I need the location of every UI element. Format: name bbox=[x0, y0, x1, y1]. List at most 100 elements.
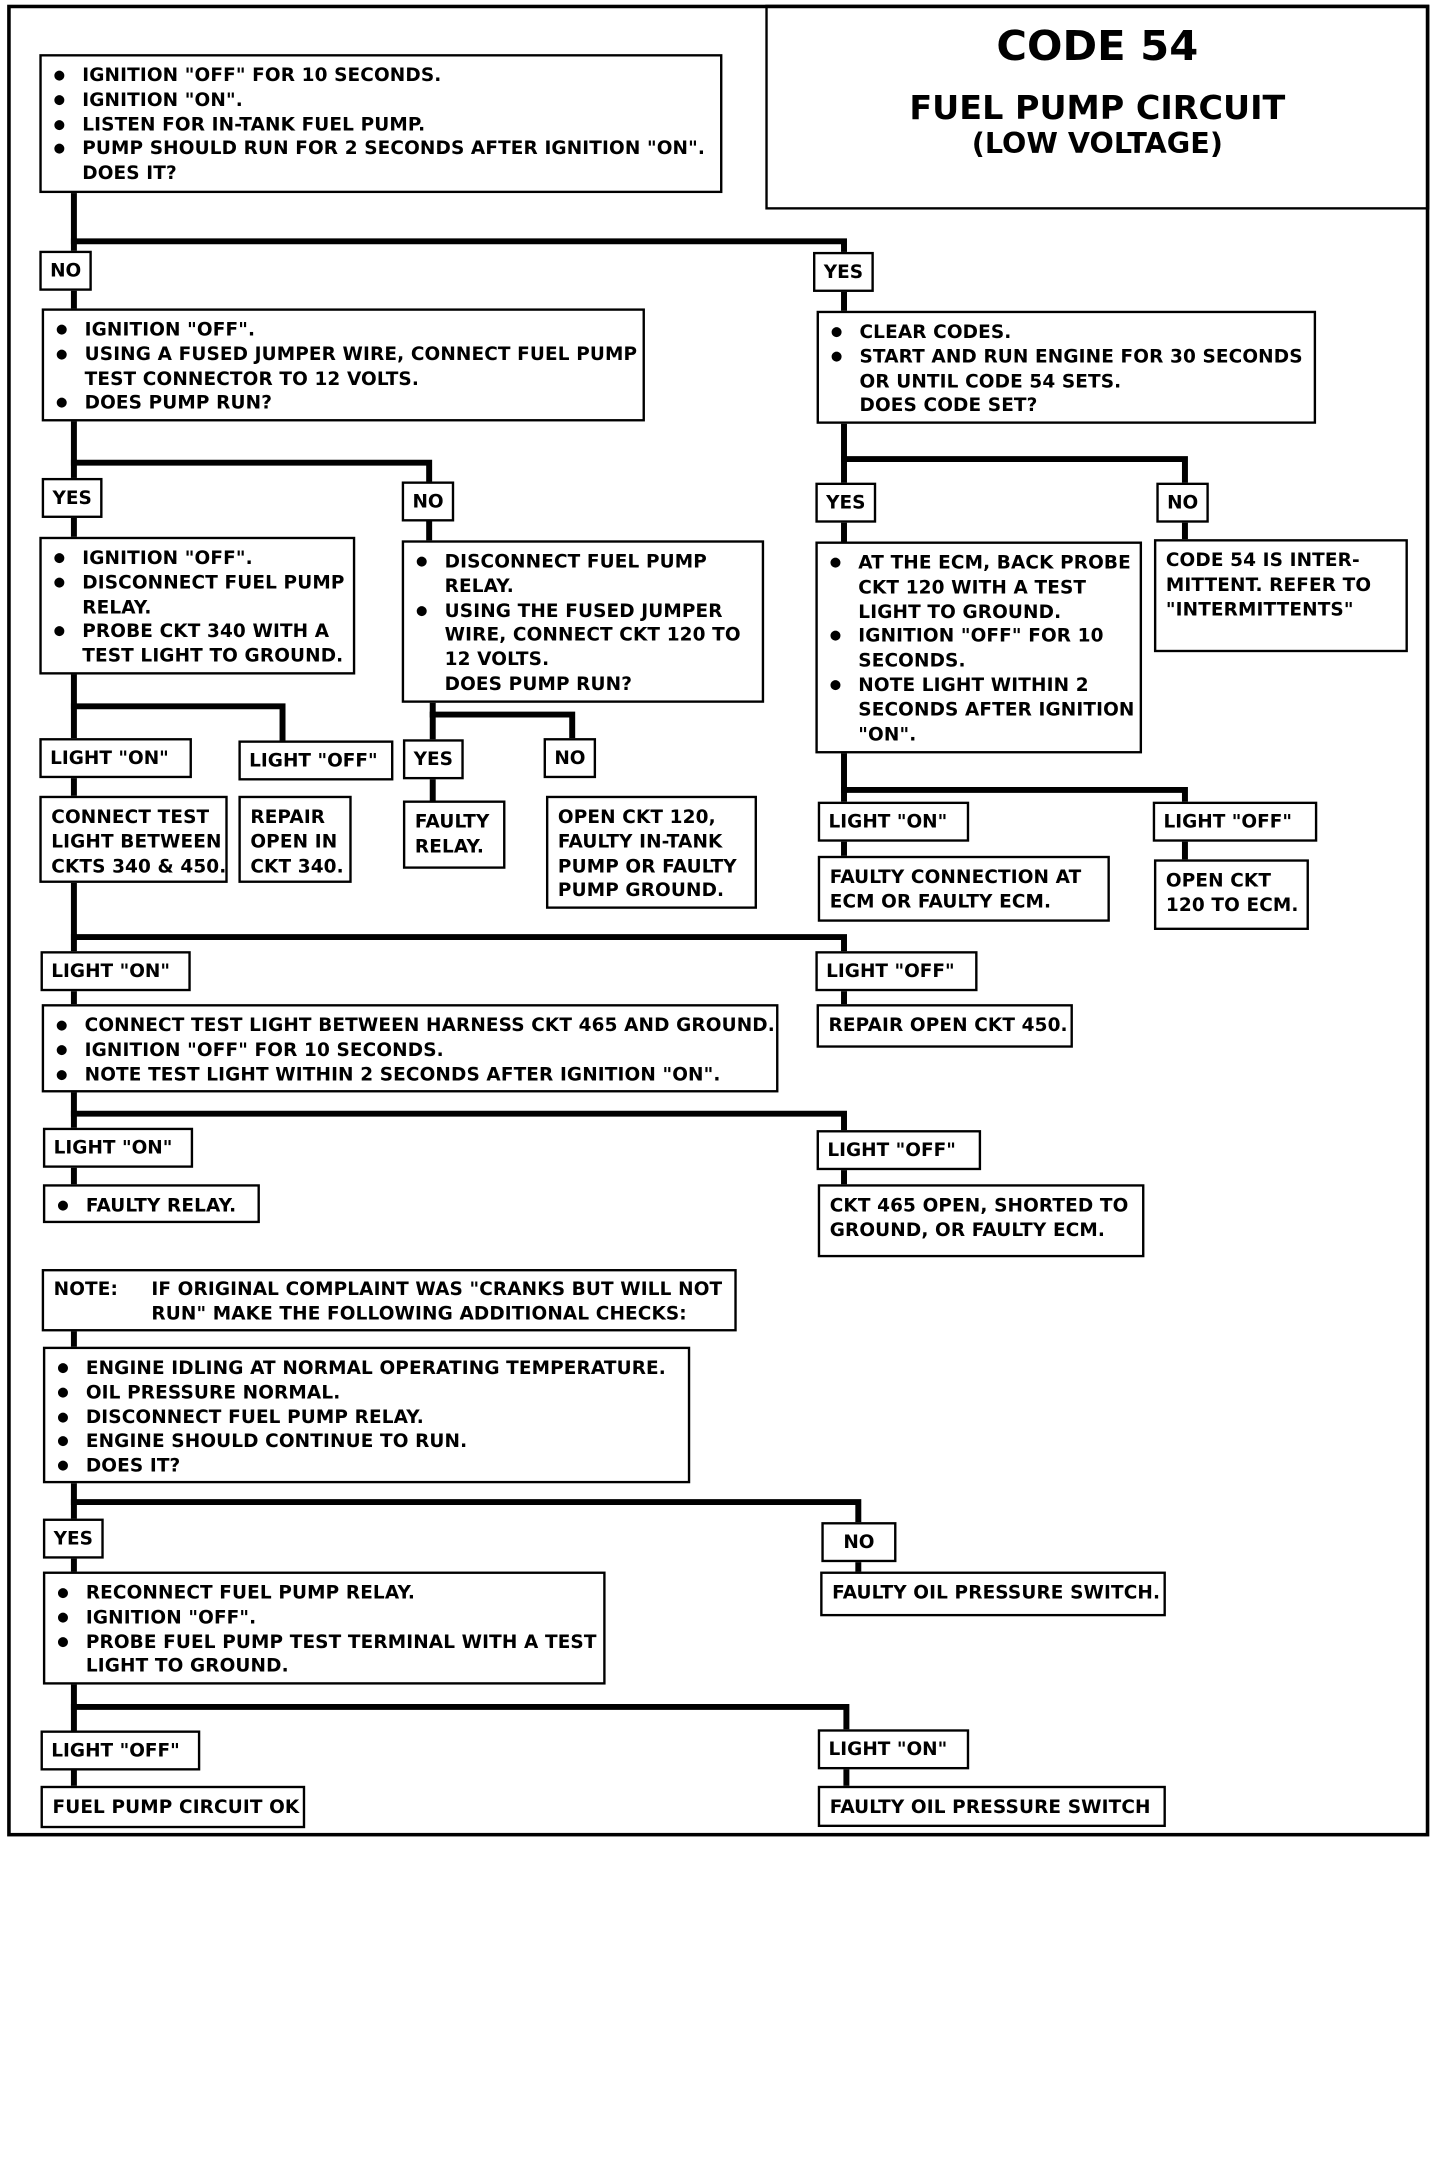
intermittent-box: CODE 54 IS INTER- MITTENT. REFER TO "INT… bbox=[1153, 539, 1408, 653]
step-text: CONNECT TEST LIGHT BETWEEN HARNESS CKT 4… bbox=[54, 1014, 775, 1038]
probe-ckt340-box: IGNITION "OFF". DISCONNECT FUEL PUMP REL… bbox=[39, 536, 356, 675]
label-yes: YES bbox=[813, 251, 874, 292]
label-light-on: LIGHT "ON" bbox=[40, 951, 191, 992]
step-text: DISCONNECT FUEL PUMP RELAY. bbox=[55, 1405, 678, 1429]
jumper-test-box: IGNITION "OFF". USING A FUSED JUMPER WIR… bbox=[41, 308, 645, 422]
back-probe-ckt120-box: AT THE ECM, BACK PROBE CKT 120 WITH A TE… bbox=[815, 541, 1143, 754]
faulty-relay-box: FAULTY RELAY. bbox=[402, 800, 506, 869]
flow-connector-lines bbox=[70, 190, 1188, 1789]
title-condition: (LOW VOLTAGE) bbox=[971, 127, 1223, 161]
step-text: ENGINE SHOULD CONTINUE TO RUN. bbox=[55, 1430, 678, 1454]
label-no: NO bbox=[401, 481, 455, 522]
start-test-box: IGNITION "OFF" FOR 10 SECONDS. IGNITION … bbox=[39, 54, 723, 194]
step-text: LIGHT TO GROUND. bbox=[858, 601, 1062, 623]
step-text: PROBE CKT 340 WITH A bbox=[51, 620, 343, 644]
step-text: DOES IT? bbox=[55, 1454, 678, 1478]
harness-ckt465-box: CONNECT TEST LIGHT BETWEEN HARNESS CKT 4… bbox=[41, 1004, 779, 1093]
step-text: LIGHT BETWEEN bbox=[51, 830, 222, 853]
jumper-ckt120-box: DISCONNECT FUEL PUMP RELAY. USING THE FU… bbox=[401, 540, 765, 703]
step-text: DISCONNECT FUEL PUMP bbox=[51, 571, 345, 595]
faulty-connection-box: FAULTY CONNECTION AT ECM OR FAULTY ECM. bbox=[817, 855, 1110, 922]
label-yes: YES bbox=[41, 477, 103, 518]
step-text: TEST LIGHT TO GROUND. bbox=[82, 645, 344, 667]
step-text: DOES CODE SET? bbox=[859, 394, 1038, 417]
outer-frame bbox=[7, 4, 1430, 1837]
step-text: NOTE TEST LIGHT WITHIN 2 SECONDS AFTER I… bbox=[54, 1063, 767, 1087]
step-text: REPAIR OPEN CKT 450. bbox=[828, 1014, 1068, 1036]
label-yes: YES bbox=[815, 482, 877, 523]
ckt465-open-box: CKT 465 OPEN, SHORTED TO GROUND, OR FAUL… bbox=[817, 1184, 1145, 1258]
step-text: IGNITION "OFF". bbox=[54, 318, 633, 342]
label-yes: YES bbox=[42, 1518, 104, 1559]
step-text: FUEL PUMP CIRCUIT OK bbox=[52, 1796, 300, 1818]
repair-ckt340-box: REPAIR OPEN IN CKT 340. bbox=[238, 795, 352, 883]
step-text: CKT 120 WITH A TEST bbox=[858, 576, 1087, 598]
step-text: PUMP GROUND. bbox=[557, 879, 725, 902]
step-text: WIRE, CONNECT CKT 120 TO bbox=[444, 624, 741, 646]
step-text: CLEAR CODES. bbox=[829, 320, 1305, 344]
label-light-on: LIGHT "ON" bbox=[42, 1127, 194, 1168]
step-text: START AND RUN ENGINE FOR 30 SECONDS bbox=[829, 345, 1305, 369]
label-light-off: LIGHT "OFF" bbox=[238, 740, 394, 781]
repair-ckt450-box: REPAIR OPEN CKT 450. bbox=[816, 1004, 1073, 1048]
note-box: NOTE: IF ORIGINAL COMPLAINT WAS "CRANKS … bbox=[41, 1269, 737, 1332]
step-text: AT THE ECM, BACK PROBE bbox=[827, 551, 1131, 575]
label-light-off: LIGHT "OFF" bbox=[815, 951, 978, 992]
step-text: RELAY. bbox=[82, 596, 152, 618]
label-light-off: LIGHT "OFF" bbox=[40, 1730, 201, 1771]
step-text: CONNECT TEST bbox=[51, 806, 210, 828]
step-text: USING THE FUSED JUMPER bbox=[414, 599, 753, 623]
step-text: PUMP OR FAULTY bbox=[557, 855, 737, 877]
label-no: NO bbox=[1156, 482, 1209, 523]
step-text: PUMP SHOULD RUN FOR 2 SECONDS AFTER IGNI… bbox=[51, 137, 710, 161]
step-text: IGNITION "OFF" FOR 10 SECONDS. bbox=[54, 1038, 767, 1062]
step-text: CKT 340. bbox=[250, 855, 344, 877]
step-text: RECONNECT FUEL PUMP RELAY. bbox=[55, 1581, 594, 1605]
step-text: IGNITION "OFF" FOR 10 SECONDS. bbox=[51, 64, 710, 88]
step-text: 120 TO ECM. bbox=[1165, 894, 1299, 916]
step-text: DOES IT? bbox=[82, 162, 177, 184]
step-text: "ON". bbox=[858, 723, 917, 745]
faulty-oil-switch-box: FAULTY OIL PRESSURE SWITCH bbox=[817, 1785, 1166, 1828]
step-text: DOES PUMP RUN? bbox=[54, 391, 633, 415]
open-ckt120-box: OPEN CKT 120, FAULTY IN-TANK PUMP OR FAU… bbox=[545, 795, 757, 909]
connect-test-light-box: CONNECT TEST LIGHT BETWEEN CKTS 340 & 45… bbox=[39, 795, 228, 883]
step-text: FAULTY CONNECTION AT bbox=[829, 866, 1082, 888]
step-text: DOES PUMP RUN? bbox=[444, 673, 633, 695]
step-text: OPEN IN bbox=[250, 830, 338, 853]
title-code: CODE 54 bbox=[996, 23, 1199, 71]
step-text: 12 VOLTS. bbox=[444, 648, 550, 671]
step-text: SECONDS AFTER IGNITION bbox=[858, 698, 1135, 721]
step-text: GROUND, OR FAULTY ECM. bbox=[829, 1219, 1106, 1241]
step-text: FAULTY bbox=[414, 811, 490, 833]
faulty-oil-switch-box: FAULTY OIL PRESSURE SWITCH. bbox=[820, 1571, 1166, 1617]
step-text: OPEN CKT 120, bbox=[557, 806, 716, 828]
oil-pressure-check-box: ENGINE IDLING AT NORMAL OPERATING TEMPER… bbox=[42, 1346, 691, 1484]
step-text: NOTE LIGHT WITHIN 2 bbox=[827, 673, 1130, 697]
clear-codes-box: CLEAR CODES. START AND RUN ENGINE FOR 30… bbox=[816, 310, 1317, 424]
step-text: PROBE FUEL PUMP TEST TERMINAL WITH A TES… bbox=[55, 1630, 596, 1654]
step-text: OR UNTIL CODE 54 SETS. bbox=[859, 370, 1122, 392]
step-text: OIL PRESSURE NORMAL. bbox=[55, 1381, 678, 1405]
label-light-off: LIGHT "OFF" bbox=[1152, 801, 1318, 842]
note-text: IF ORIGINAL COMPLAINT WAS "CRANKS BUT WI… bbox=[151, 1278, 723, 1300]
reconnect-relay-box: RECONNECT FUEL PUMP RELAY. IGNITION "OFF… bbox=[42, 1571, 606, 1685]
step-text: LIGHT TO GROUND. bbox=[85, 1655, 289, 1677]
step-text: IGNITION "ON". bbox=[51, 88, 710, 112]
label-no: NO bbox=[39, 250, 92, 291]
note-text: RUN" MAKE THE FOLLOWING ADDITIONAL CHECK… bbox=[151, 1302, 687, 1325]
step-text: FAULTY RELAY. bbox=[55, 1194, 248, 1218]
step-text: FAULTY OIL PRESSURE SWITCH. bbox=[832, 1582, 1161, 1604]
note-key: NOTE: bbox=[53, 1278, 119, 1300]
label-light-on: LIGHT "ON" bbox=[817, 1729, 970, 1770]
circuit-ok-box: FUEL PUMP CIRCUIT OK bbox=[40, 1785, 306, 1829]
title-block-frame bbox=[765, 4, 1430, 210]
step-text: DISCONNECT FUEL PUMP bbox=[414, 550, 753, 574]
step-text: USING A FUSED JUMPER WIRE, CONNECT FUEL … bbox=[54, 342, 637, 366]
step-text: RELAY. bbox=[444, 575, 514, 597]
step-text: LISTEN FOR IN-TANK FUEL PUMP. bbox=[51, 113, 710, 137]
step-text: IGNITION "OFF". bbox=[51, 546, 343, 570]
faulty-relay-box: FAULTY RELAY. bbox=[42, 1184, 260, 1224]
step-text: REPAIR bbox=[250, 806, 326, 828]
